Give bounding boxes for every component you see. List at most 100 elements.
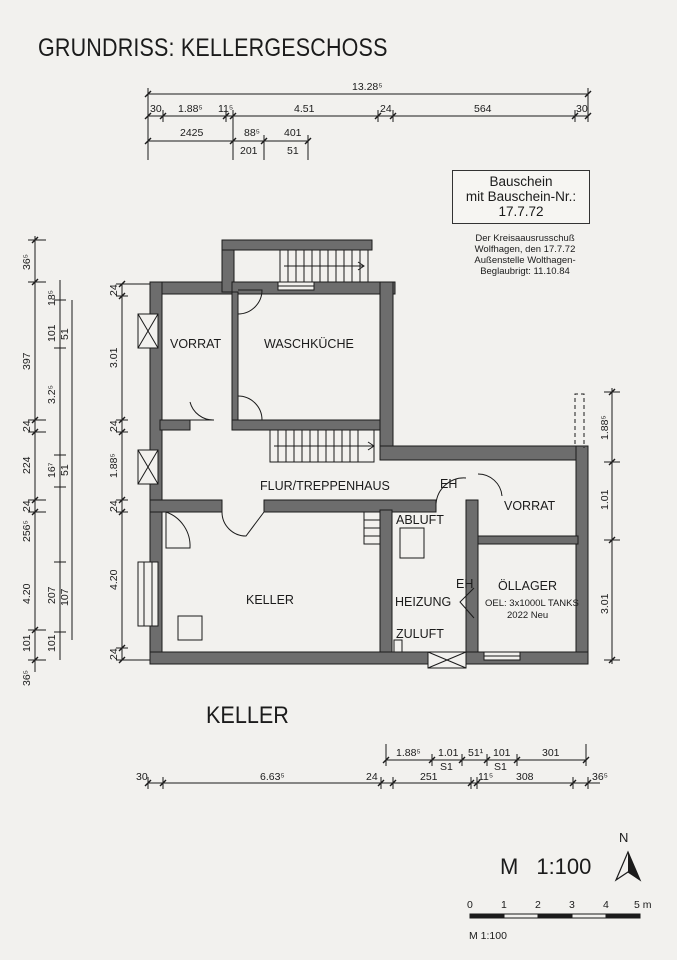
scale-tick: 1 [501,899,507,911]
room-oellager: ÖLLAGER [498,579,557,593]
dim-left: 36⁵ [21,254,33,270]
scale-tick: 0 [467,899,473,911]
dim-left: 101 [46,324,58,342]
dim-top: 564 [474,103,492,115]
windows [137,281,521,669]
dim-top: 1.88⁵ [178,103,203,115]
permit-note: Der Kreisaausrusschuß Wolfhagen, den 17.… [430,233,620,277]
dim-right: 1.01 [599,489,611,510]
label-eh-mid: EH [456,577,473,591]
dim-top-total: 13.28⁵ [352,81,383,93]
oellager-note: OEL: 3x1000L TANKS [485,598,579,609]
dim-bottom: 6.63⁵ [260,771,285,783]
dim-top: 30 [150,103,162,115]
door-swing [237,289,263,315]
door-swing [165,511,191,549]
wall [231,291,239,421]
dim-left: 16⁷ [46,462,58,478]
dim-left: 4.20 [108,569,120,590]
wall [263,499,437,513]
scale-tick: 3 [569,899,575,911]
scale-bar-segment [469,913,505,919]
oellager-year: 2022 Neu [507,610,548,621]
boiler [399,527,425,559]
door-swing [189,401,215,421]
doors [165,289,503,619]
label-abluft: ABLUFT [396,513,444,527]
scale-bar-segment [571,913,607,919]
dim-left: 107 [59,588,71,606]
window [137,561,159,627]
dim-left: 24 [108,500,120,512]
room-keller: KELLER [246,593,294,607]
dim-left: 51 [59,464,71,476]
dim-bottom: S1 [494,761,507,773]
dim-top: 30 [576,103,588,115]
scale-tick: 5 m [634,899,652,911]
floor-drain [177,615,203,641]
label-zuluft: ZULUFT [396,627,444,641]
wall [149,499,223,513]
dim-left: 24 [108,284,120,296]
dim-left: 3.01 [108,347,120,368]
dim-left: 397 [21,352,33,370]
dim-bottom: 30 [136,771,148,783]
dim-left: 1.88⁵ [108,453,120,478]
dim-top: 201 [240,145,258,157]
room-flur: FLUR/TREPPENHAUS [260,479,390,493]
dim-left: 4.20 [21,583,33,604]
page-title: GRUNDRISS: KELLERGESCHOSS [38,34,388,62]
dim-top: 401 [284,127,302,139]
wall [221,239,373,251]
dim-bottom: 1.88⁵ [396,747,421,759]
dim-right: 1.88⁵ [599,415,611,440]
dim-left: 24 [21,500,33,512]
terrace-outline [388,393,585,448]
dim-top: 51 [287,145,299,157]
dim-right: 3.01 [599,593,611,614]
dim-bottom: 36⁵ [592,771,608,783]
dim-left: 101 [46,634,58,652]
scale-caption: M 1:100 [469,930,507,942]
dim-left: 18⁵ [46,290,58,306]
scale-tick: 2 [535,899,541,911]
door-swing [459,587,475,619]
room-vorrat-left: VORRAT [170,337,222,351]
permit-note-line: Wolfhagen, den 17.7.72 [474,244,576,255]
permit-line: mit Bauschein-Nr.: [465,189,577,204]
scale-label: M [500,854,519,879]
door-swing [237,395,263,421]
wall [159,419,191,431]
door-swing [477,473,503,497]
door-swing [435,477,467,505]
dim-left: 3.2⁵ [46,385,58,404]
wall [575,445,589,665]
dim-left: 24 [108,420,120,432]
dim-bottom: 251 [420,771,438,783]
permit-note-line: Der Kreisaausrusschuß [475,233,575,244]
wall [379,509,393,661]
dim-left: 224 [21,456,33,474]
dim-bottom: 51¹ [468,747,484,759]
scale-bar-segment [537,913,573,919]
dim-bottom: 301 [542,747,560,759]
scale-bar-segment [503,913,539,919]
permit-line: 17.7.72 [498,204,544,219]
floor-label: KELLER [206,702,289,729]
stair-upper [279,249,369,283]
permit-note-line: Außenstelle Wolthagen- [474,255,576,266]
permit-note-line: Beglaubrigt: 11.10.84 [480,266,570,277]
wall [477,535,579,545]
dim-bottom: 11⁵ [478,771,493,783]
scale-tick: 4 [603,899,609,911]
dim-bottom: 308 [516,771,534,783]
stairs [269,249,381,545]
left-dims: 36⁵ 397 24 224 24 256⁵ 4.20 101 36⁵ 18⁵ … [21,254,120,686]
north-label: N [619,830,629,845]
room-heizung: HEIZUNG [395,595,451,609]
dim-top: 4.51 [294,103,315,115]
dim-bottom: S1 [440,761,453,773]
room-waschkueche: WASCHKÜCHE [264,337,354,351]
dim-left: 36⁵ [21,670,33,686]
